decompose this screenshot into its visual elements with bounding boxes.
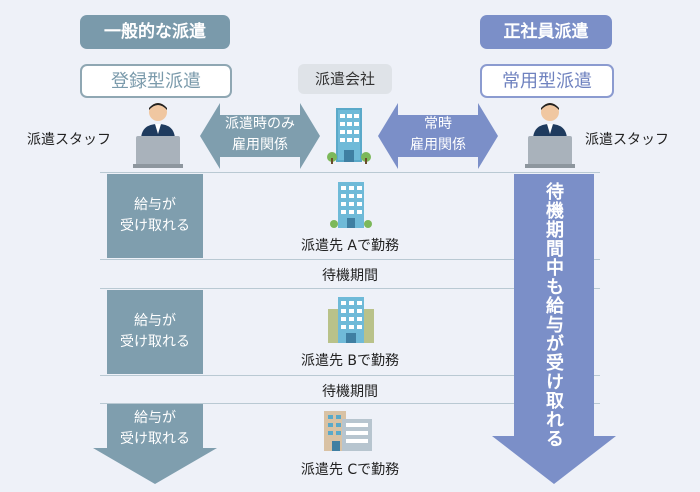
divider-line bbox=[100, 259, 600, 260]
standby-period-2-text: 待機期間 bbox=[322, 384, 378, 400]
divider-line bbox=[100, 403, 600, 404]
pay-box-line2: 受け取れる bbox=[120, 334, 190, 350]
divider-line bbox=[100, 172, 600, 173]
pay-box-line2: 受け取れる bbox=[120, 431, 190, 447]
pay-box-line1: 給与が bbox=[134, 313, 176, 329]
divider-line bbox=[100, 375, 600, 376]
right-long-down-arrow bbox=[492, 174, 616, 484]
workplace-c-building-icon bbox=[324, 411, 372, 451]
work-at-b-text: 派遣先 Bで勤務 bbox=[300, 353, 400, 369]
left-arrow-label-line2: 雇用関係 bbox=[232, 137, 288, 153]
left-arrow-label: 派遣時のみ 雇用関係 bbox=[215, 114, 305, 156]
right-arrow-label-line1: 常時 bbox=[424, 116, 452, 132]
pay-box-line1: 給与が bbox=[134, 197, 176, 213]
work-at-a-text: 派遣先 Aで勤務 bbox=[300, 238, 400, 254]
workplace-b-building-icon bbox=[328, 297, 374, 343]
registered-dispatch-badge: 登録型派遣 bbox=[80, 64, 232, 98]
company-building-icon bbox=[327, 108, 371, 164]
left-double-arrow bbox=[200, 103, 320, 169]
left-staff-person-icon bbox=[133, 103, 183, 168]
pay-box-line1: 給与が bbox=[134, 410, 176, 426]
right-arrow-label: 常時 雇用関係 bbox=[393, 114, 483, 156]
right-double-arrow bbox=[378, 103, 498, 169]
left-pay-down-arrow bbox=[93, 404, 217, 484]
right-arrow-label-line2: 雇用関係 bbox=[410, 137, 466, 153]
left-staff-label: 派遣スタッフ bbox=[27, 132, 111, 148]
workplace-a-building-icon bbox=[330, 182, 372, 228]
right-long-arrow-label: 待機期間中も給与が受け取れる bbox=[543, 182, 564, 448]
right-staff-person-icon bbox=[525, 103, 575, 168]
pay-box-period-b: 給与が 受け取れる bbox=[107, 290, 203, 374]
right-staff-label: 派遣スタッフ bbox=[585, 132, 669, 148]
right-long-arrow-text: 待機期間中も給与が受け取れる bbox=[538, 182, 568, 462]
pay-box-period-a: 給与が 受け取れる bbox=[107, 174, 203, 258]
regular-employee-dispatch-badge: 正社員派遣 bbox=[480, 15, 612, 49]
divider-line bbox=[100, 288, 600, 289]
work-at-c-text: 派遣先 Cで勤務 bbox=[300, 462, 400, 478]
pay-box-line2: 受け取れる bbox=[120, 218, 190, 234]
left-bottom-pay-label: 給与が 受け取れる bbox=[107, 408, 203, 450]
left-arrow-label-line1: 派遣時のみ bbox=[225, 116, 295, 132]
general-dispatch-badge: 一般的な派遣 bbox=[80, 15, 230, 49]
permanent-dispatch-badge: 常用型派遣 bbox=[480, 64, 614, 98]
standby-period-1-text: 待機期間 bbox=[322, 268, 378, 284]
dispatch-company-label: 派遣会社 bbox=[298, 64, 392, 94]
